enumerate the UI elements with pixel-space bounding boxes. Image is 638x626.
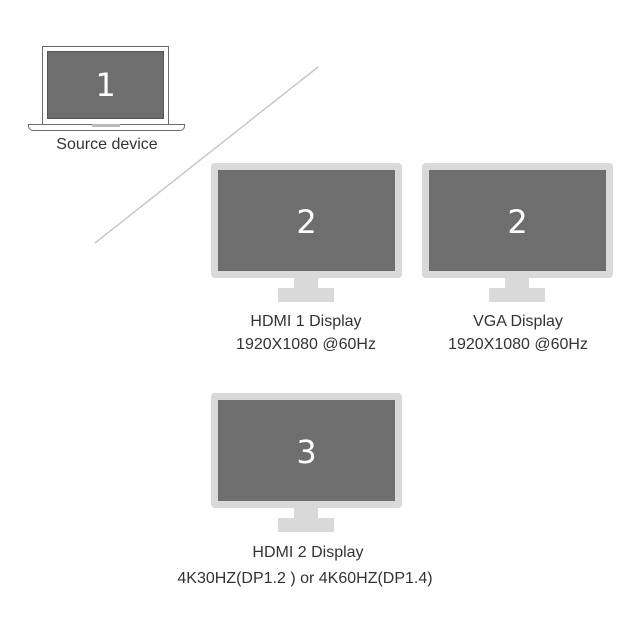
display-spec: 1920X1080 @60Hz bbox=[448, 336, 588, 353]
monitor-stand bbox=[278, 288, 334, 302]
display-number: 2 bbox=[296, 203, 317, 241]
display-number: 2 bbox=[507, 203, 528, 241]
source-label: Source device bbox=[56, 136, 158, 153]
laptop-screen: 1 bbox=[47, 51, 164, 119]
monitor-screen: 2 bbox=[429, 170, 606, 271]
laptop-notch bbox=[92, 124, 120, 127]
source-number: 1 bbox=[95, 66, 116, 104]
display-spec: 1920X1080 @60Hz bbox=[236, 336, 376, 353]
display-name: VGA Display bbox=[473, 313, 563, 330]
display-spec: 4K30HZ(DP1.2 ) or 4K60HZ(DP1.4) bbox=[177, 570, 433, 587]
monitor-screen: 2 bbox=[218, 170, 395, 271]
monitor-stand bbox=[278, 518, 334, 532]
display-number: 3 bbox=[296, 433, 317, 471]
display-name: HDMI 1 Display bbox=[250, 313, 362, 330]
monitor-screen: 3 bbox=[218, 400, 395, 501]
monitor-stand bbox=[489, 288, 545, 302]
display-name: HDMI 2 Display bbox=[252, 544, 364, 561]
